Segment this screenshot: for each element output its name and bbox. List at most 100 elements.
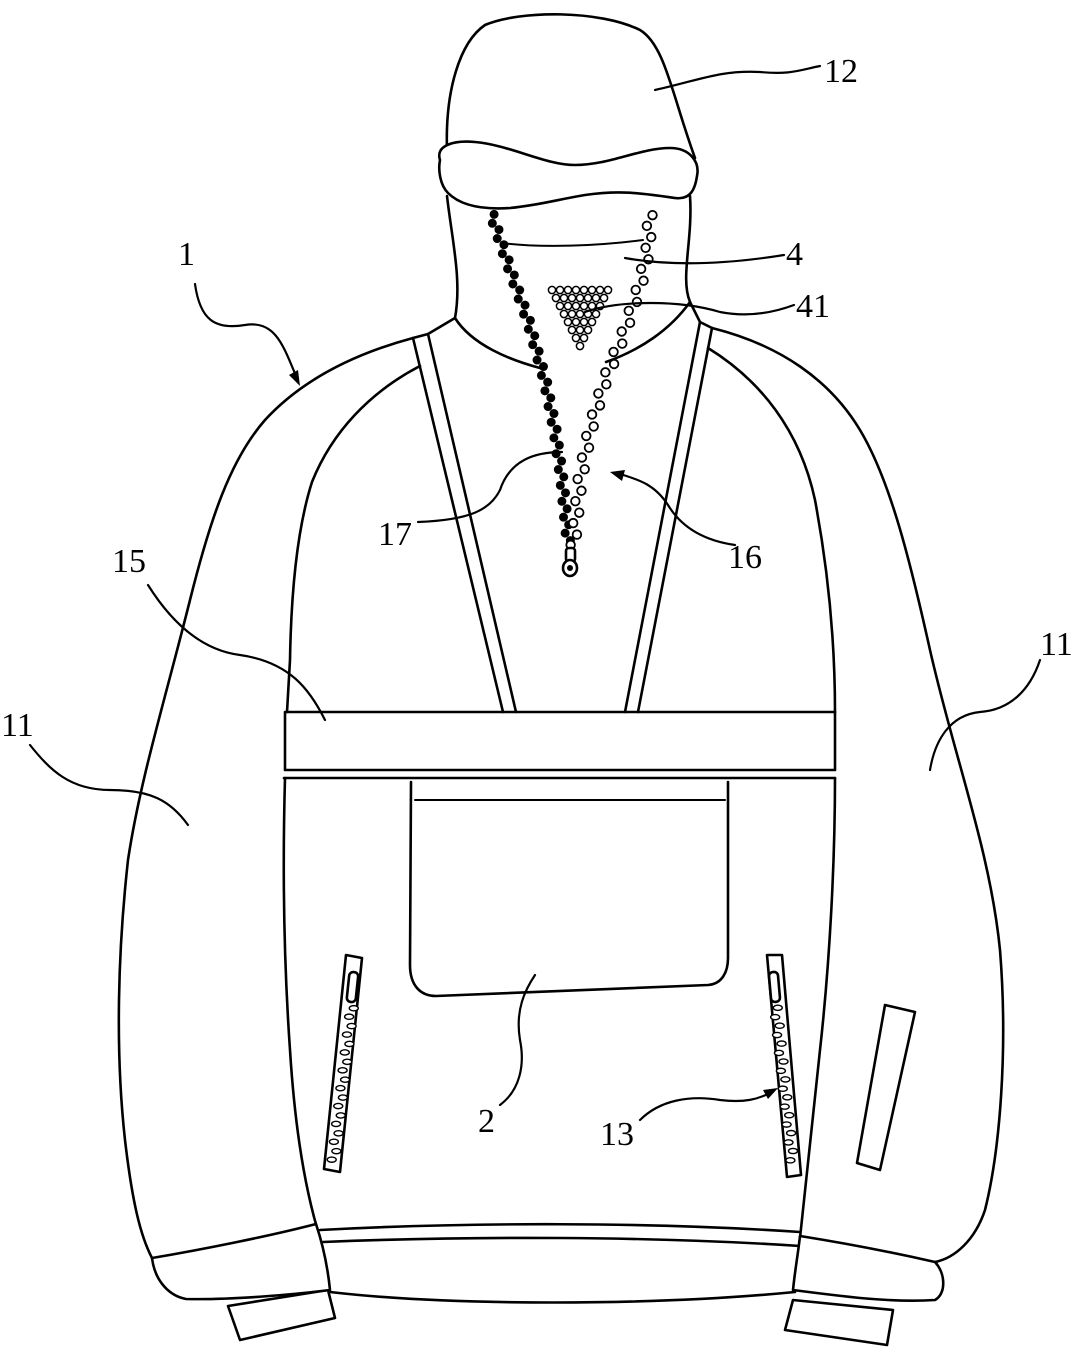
pattern-dot: [559, 309, 569, 319]
pattern-dot: [587, 285, 597, 295]
reference-numeral-15: 15: [112, 543, 146, 580]
side-zipper-tooth: [777, 1085, 788, 1093]
pattern-dot: [599, 293, 609, 303]
side-zipper-tooth: [771, 1031, 783, 1039]
zipper-tooth: [509, 270, 519, 280]
dot-pattern-triangle: [547, 285, 613, 351]
zipper-tooth: [572, 473, 583, 485]
side-zipper-tooth: [333, 1102, 344, 1110]
reference-numeral-17: 17: [378, 516, 412, 553]
front-zipper-left-chain: [487, 209, 575, 546]
side-zipper-tooth: [339, 1076, 351, 1083]
zipper-tooth: [492, 234, 502, 244]
zipper-tooth: [551, 449, 561, 459]
zipper-tooth: [536, 370, 546, 380]
reference-numeral-4: 4: [786, 236, 803, 273]
side-zipper-tooth: [326, 1156, 337, 1163]
zipper-tooth: [576, 485, 587, 496]
side-zipper-right-teeth: [769, 1004, 799, 1164]
pattern-dot: [571, 301, 581, 311]
zipper-tooth: [489, 209, 499, 219]
zipper-tooth: [546, 417, 556, 427]
hood-brim: [437, 140, 699, 210]
right-cuff: [791, 1234, 945, 1303]
leader-line-2: [498, 973, 537, 1107]
hem-bottom-edge: [328, 1290, 797, 1304]
leader-line-11-right: [928, 658, 1042, 772]
zipper-tooth: [553, 465, 563, 475]
side-zipper-tooth: [339, 1049, 350, 1056]
zipper-tooth: [546, 393, 556, 403]
leader-line-17: [416, 450, 564, 524]
side-zipper-tooth: [776, 1040, 787, 1047]
pattern-dot: [567, 325, 577, 335]
zipper-tooth: [646, 231, 657, 243]
zipper-tooth: [487, 218, 497, 228]
zipper-tooth: [508, 279, 518, 289]
pattern-dot: [563, 317, 573, 327]
hem-top-line: [318, 1222, 802, 1234]
reference-numeral-13: 13: [600, 1116, 634, 1153]
pattern-dot: [575, 341, 585, 351]
side-zipper-tooth: [785, 1129, 797, 1137]
body-left-side: [282, 776, 322, 1240]
pattern-dot: [575, 293, 585, 303]
side-zipper-tooth: [346, 1022, 357, 1030]
pattern-dot: [603, 285, 613, 295]
zipper-tooth: [616, 326, 627, 337]
zipper-tooth: [497, 249, 507, 259]
zipper-tooth: [503, 264, 513, 274]
zipper-tooth: [570, 496, 581, 507]
zipper-tooth: [617, 338, 628, 349]
side-zipper-tooth: [337, 1067, 348, 1074]
side-zipper-tooth: [785, 1157, 796, 1164]
side-zipper-tooth: [782, 1094, 793, 1101]
left-sleeve-inner-seam: [285, 364, 422, 714]
zipper-tooth: [543, 377, 553, 387]
reference-numeral-41: 41: [796, 288, 830, 325]
zipper-tooth: [594, 400, 606, 411]
right-sleeve-outer-outline: [710, 326, 1005, 1264]
raglan-seam-right-outer: [636, 326, 714, 714]
zipper-tooth: [499, 240, 509, 250]
neckline-left: [426, 316, 457, 336]
raglan-seam-left-cap: [411, 332, 430, 340]
pattern-dot: [595, 285, 605, 295]
leader-line-12: [653, 64, 822, 92]
zipper-tooth: [557, 496, 567, 506]
zipper-tooth: [571, 529, 583, 540]
side-zipper-tooth: [787, 1147, 799, 1155]
side-zipper-tooth: [342, 1058, 353, 1066]
zipper-tooth: [494, 225, 504, 235]
pattern-dot: [571, 333, 581, 343]
pattern-dot: [555, 301, 565, 311]
leader-line-13: [638, 1091, 772, 1122]
side-zipper-left-teeth: [326, 1004, 359, 1163]
zipper-tooth: [600, 367, 611, 378]
zipper-tooth: [560, 528, 570, 538]
zipper-tooth: [549, 409, 559, 419]
side-zipper-tooth: [778, 1058, 789, 1065]
side-zipper-tooth: [773, 1049, 785, 1057]
pattern-dot: [579, 333, 589, 343]
pattern-dot: [567, 293, 577, 303]
side-zipper-tooth: [335, 1112, 346, 1119]
hood-crown: [445, 13, 697, 160]
leader-line-1: [193, 282, 298, 378]
side-zipper-tooth: [328, 1138, 340, 1146]
pattern-dot: [571, 317, 581, 327]
zipper-tooth: [525, 315, 535, 325]
pattern-dot: [579, 301, 589, 311]
side-zipper-tooth: [348, 1004, 359, 1012]
side-zipper-right-pull: [767, 970, 782, 1004]
right-sleeve-inner-seam: [706, 346, 837, 714]
leader-line-41: [583, 301, 796, 316]
side-zipper-tooth: [784, 1111, 795, 1119]
pattern-dot: [547, 285, 557, 295]
leader-line-4: [623, 253, 786, 265]
zipper-tooth: [608, 346, 619, 358]
zipper-tooth: [586, 409, 598, 420]
side-zipper-tooth: [783, 1139, 794, 1146]
left-cuff: [150, 1222, 332, 1301]
